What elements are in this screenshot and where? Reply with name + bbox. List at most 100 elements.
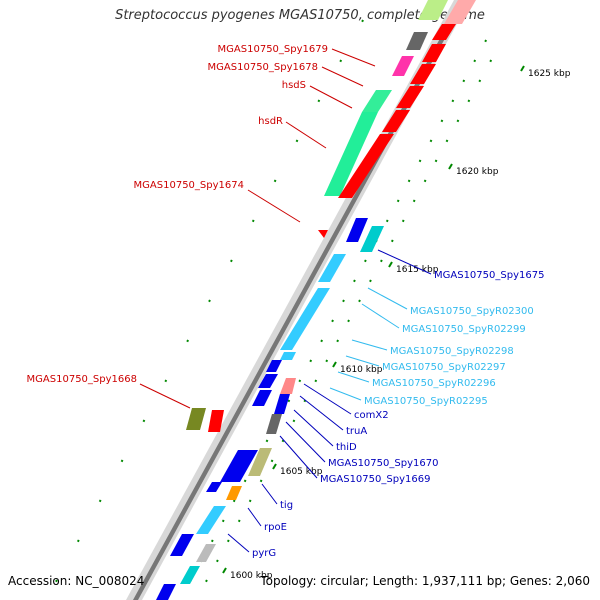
- gene-gray-mid[interactable]: [266, 414, 282, 434]
- gene-SpyR02298[interactable]: [280, 352, 296, 360]
- gene-1675[interactable]: [360, 226, 384, 252]
- leader-line: [247, 189, 301, 223]
- kbp-tick: [222, 567, 227, 574]
- gene-label[interactable]: hsdR: [258, 116, 283, 127]
- gene-hsdR[interactable]: [324, 112, 378, 196]
- gene-label[interactable]: hsdS: [282, 80, 306, 91]
- tick-mark: [292, 419, 296, 423]
- tick-mark: [484, 39, 488, 43]
- tick-mark: [339, 59, 343, 63]
- kbp-label: 1605 kbp: [280, 467, 323, 477]
- gene-red-b[interactable]: [410, 64, 436, 84]
- gene-label[interactable]: MGAS10750_SpyR02296: [372, 378, 496, 389]
- gene-label[interactable]: truA: [346, 426, 367, 437]
- gene-rpoE[interactable]: [196, 506, 226, 534]
- gene-gray-top[interactable]: [406, 32, 428, 50]
- tick-mark: [467, 99, 471, 103]
- leader-line: [279, 435, 318, 479]
- gene-pink-top[interactable]: [444, 0, 476, 24]
- gene-comX2[interactable]: [266, 360, 282, 372]
- tick-mark: [369, 279, 372, 283]
- tick-mark: [478, 79, 482, 83]
- gene-tig[interactable]: [220, 450, 258, 482]
- gene-label[interactable]: MGAS10750_Spy1674: [134, 180, 244, 191]
- gene-1678[interactable]: [422, 44, 446, 62]
- gene-label[interactable]: MGAS10750_Spy1675: [434, 270, 544, 281]
- gene-blue-mid[interactable]: [274, 394, 290, 414]
- gene-red-long[interactable]: [338, 134, 394, 198]
- tick-mark: [186, 339, 190, 343]
- tick-mark: [390, 239, 394, 243]
- gene-silver[interactable]: [196, 544, 216, 562]
- tick-mark: [98, 499, 102, 503]
- gene-pyrG[interactable]: [170, 534, 194, 556]
- leader-line: [227, 533, 250, 553]
- gene-label[interactable]: MGAS10750_Spy1668: [27, 374, 137, 385]
- gene-label[interactable]: MGAS10750_SpyR02299: [402, 324, 526, 335]
- leader-line: [361, 303, 400, 329]
- gene-label[interactable]: pyrG: [252, 548, 276, 559]
- tick-mark: [317, 99, 321, 103]
- tick-mark: [418, 159, 422, 163]
- tick-mark: [385, 219, 389, 223]
- leader-line: [285, 421, 326, 463]
- gene-label[interactable]: MGAS10750_Spy1669: [320, 474, 430, 485]
- tick-mark: [287, 399, 291, 403]
- gene-red-a[interactable]: [432, 24, 456, 40]
- gene-red-d[interactable]: [382, 110, 410, 132]
- gene-red-c[interactable]: [396, 86, 424, 108]
- gene-pink-mid[interactable]: [280, 378, 296, 394]
- gene-label[interactable]: MGAS10750_Spy1679: [218, 44, 328, 55]
- tick-mark: [164, 379, 168, 383]
- gene-SpyR02300[interactable]: [318, 254, 346, 282]
- tick-mark: [320, 339, 324, 343]
- tick-mark: [216, 559, 219, 563]
- tick-mark: [298, 379, 302, 383]
- gene-label[interactable]: rpoE: [264, 522, 287, 533]
- gene-label[interactable]: MGAS10750_SpyR02298: [390, 346, 514, 357]
- tick-mark: [309, 359, 313, 363]
- gene-label[interactable]: thiD: [336, 442, 357, 453]
- gene-label[interactable]: MGAS10750_Spy1678: [208, 62, 318, 73]
- tick-mark: [55, 579, 58, 583]
- gene-1668[interactable]: [186, 408, 206, 430]
- accession-label: Accession: NC_008024: [8, 574, 145, 588]
- tick-mark: [120, 459, 124, 463]
- gene-light-green-top[interactable]: [418, 0, 448, 20]
- tick-mark: [325, 359, 329, 363]
- gene-red-mid[interactable]: [208, 410, 224, 432]
- gene-blue-1673[interactable]: [346, 218, 368, 242]
- kbp-tick: [520, 65, 525, 72]
- tick-mark: [142, 419, 146, 423]
- tick-mark: [270, 459, 274, 463]
- kbp-tick: [448, 163, 453, 170]
- kbp-tick: [332, 361, 337, 368]
- gene-orange[interactable]: [226, 486, 242, 500]
- gene-SpyR02299[interactable]: [280, 288, 330, 350]
- gene-thiD[interactable]: [252, 390, 272, 406]
- tick-mark: [331, 319, 334, 323]
- leader-line: [367, 287, 408, 310]
- gene-label[interactable]: tig: [280, 500, 293, 511]
- tick-mark: [434, 159, 438, 163]
- gene-label[interactable]: comX2: [354, 410, 389, 421]
- gene-hsdS[interactable]: [362, 90, 392, 112]
- kbp-label: 1615 kbp: [396, 265, 439, 275]
- gene-label[interactable]: MGAS10750_Spy1670: [328, 458, 438, 469]
- gene-label[interactable]: MGAS10750_SpyR02297: [382, 362, 506, 373]
- tick-mark: [273, 179, 277, 183]
- tick-mark: [221, 519, 225, 523]
- gene-label[interactable]: MGAS10750_SpyR02295: [364, 396, 488, 407]
- gene-teal-bottom[interactable]: [180, 566, 200, 584]
- gene-1669[interactable]: [248, 448, 272, 476]
- tick-mark: [489, 59, 493, 63]
- gene-truA[interactable]: [258, 374, 278, 388]
- gene-blue-small-a[interactable]: [206, 482, 222, 492]
- gene-1674-tri[interactable]: [318, 230, 328, 238]
- gene-label[interactable]: MGAS10750_SpyR02300: [410, 306, 534, 317]
- leader-line: [331, 48, 376, 67]
- leader-line: [329, 387, 362, 401]
- gene-1679[interactable]: [392, 56, 414, 76]
- gene-blue-small-b[interactable]: [156, 584, 176, 600]
